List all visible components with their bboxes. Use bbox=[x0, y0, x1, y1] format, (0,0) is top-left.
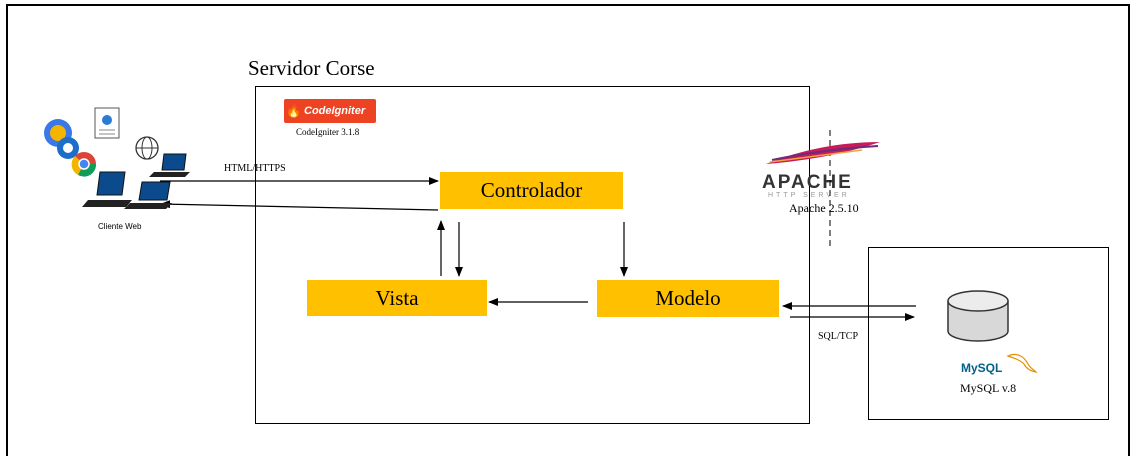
arrow-controller-to-client bbox=[160, 200, 439, 211]
server-box bbox=[255, 86, 810, 424]
apache-version: Apache 2.5.10 bbox=[789, 201, 859, 215]
laptop-icon bbox=[149, 153, 190, 177]
client-protocol-label: HTML/HTTPS bbox=[224, 163, 286, 174]
apache-logo-subtext: HTTP SERVER bbox=[768, 192, 850, 199]
database-icon bbox=[947, 290, 1009, 342]
flame-icon: 🔥 bbox=[285, 103, 303, 118]
diagram-frame bbox=[6, 4, 1130, 456]
mysql-logo-text: MySQL bbox=[961, 361, 1003, 375]
codeigniter-logo: 🔥 CodeIgniter bbox=[284, 99, 376, 123]
db-protocol-label: SQL/TCP bbox=[818, 331, 859, 342]
codeigniter-logo-text: CodeIgniter bbox=[304, 105, 366, 117]
codeigniter-version: CodeIgniter 3.1.8 bbox=[296, 127, 360, 137]
client-icons bbox=[44, 107, 190, 209]
model-node: Modelo bbox=[597, 280, 779, 317]
server-title: Servidor Corse bbox=[248, 56, 375, 80]
controller-node: Controlador bbox=[440, 172, 623, 209]
mysql-version: MySQL v.8 bbox=[960, 381, 1017, 395]
apache-logo-text: APACHE bbox=[762, 172, 853, 193]
database-box bbox=[868, 247, 1109, 420]
globe-icon bbox=[135, 136, 159, 160]
laptop-icon bbox=[82, 171, 132, 207]
document-icon bbox=[94, 107, 120, 139]
client-label: Cliente Web bbox=[98, 222, 142, 231]
browser-logos-icon bbox=[44, 119, 97, 177]
mysql-dolphin-icon bbox=[1006, 353, 1038, 373]
laptop-icon bbox=[124, 181, 172, 209]
view-node: Vista bbox=[307, 280, 487, 316]
apache-feather-icon bbox=[766, 142, 880, 164]
